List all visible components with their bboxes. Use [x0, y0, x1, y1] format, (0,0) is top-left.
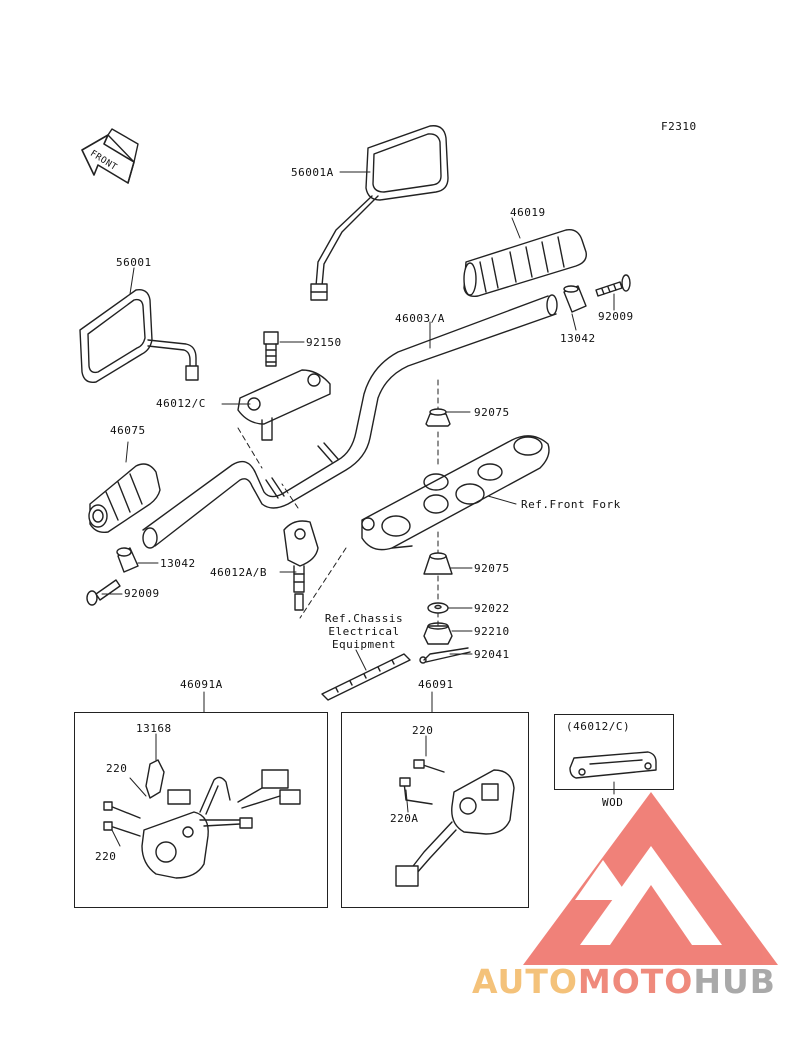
part-label-220-left-bottom: 220 [95, 850, 117, 863]
ref-chassis-line-3: Equipment [331, 638, 397, 651]
part-label-92150: 92150 [306, 336, 342, 349]
bolt-right-shape [595, 274, 631, 297]
assembly-lines [237, 379, 439, 627]
part-label-92075-top: 92075 [474, 406, 510, 419]
part-label-13168: 13168 [136, 722, 172, 735]
detail-box-variant [554, 714, 674, 790]
part-label-56001: 56001 [116, 256, 152, 269]
ref-chassis-line-2: Electrical [328, 625, 400, 638]
mirror-right-shape [310, 125, 449, 301]
part-label-46091a: 46091A [180, 678, 223, 691]
part-label-46003a: 46003/A [395, 312, 445, 325]
part-label-220-left-top: 220 [106, 762, 128, 775]
ref-front-fork: Ref.Front Fork [521, 498, 621, 511]
watermark-text: AUTOMOTOHUB [472, 962, 776, 1001]
part-label-92022: 92022 [474, 602, 510, 615]
end-cap-right-shape [563, 285, 587, 313]
part-label-92009-left: 92009 [124, 587, 160, 600]
part-label-92210: 92210 [474, 625, 510, 638]
ref-chassis-line-1: Ref.Chassis [324, 612, 404, 625]
switch-right-shape [395, 759, 515, 887]
holder-variant-shape [569, 751, 657, 779]
part-label-46019: 46019 [510, 206, 546, 219]
part-label-92075-bottom: 92075 [474, 562, 510, 575]
diagram-code: F2310 [661, 120, 697, 133]
handlebar-shape [142, 294, 558, 549]
part-label-56001a: 56001A [291, 166, 334, 179]
part-label-220-right: 220 [412, 724, 434, 737]
part-label-46075: 46075 [110, 424, 146, 437]
part-label-wod: WOD [602, 796, 624, 809]
part-label-46012c-box: (46012/C) [566, 720, 631, 733]
part-label-220a: 220A [390, 812, 419, 825]
detail-box-left [74, 712, 328, 908]
lower-holder-shape [283, 520, 319, 611]
bolt-92150-shape [263, 331, 279, 367]
part-label-92041: 92041 [474, 648, 510, 661]
steering-bracket-shape [361, 435, 550, 551]
part-label-46012ab: 46012A/B [210, 566, 267, 579]
watermark-part-1: AUTO [472, 962, 578, 1001]
watermark-part-3: HUB [693, 962, 776, 1001]
part-label-46091: 46091 [418, 678, 454, 691]
bolt-left-shape [86, 579, 121, 606]
leader-lines [101, 171, 615, 847]
end-cap-left-shape [116, 547, 139, 573]
grip-right-shape [463, 229, 587, 298]
part-label-13042-right: 13042 [560, 332, 596, 345]
watermark-logo [523, 792, 778, 965]
grip-left-shape [88, 463, 161, 534]
part-label-46012c: 46012/C [156, 397, 206, 410]
upper-holder-shape [237, 369, 331, 441]
part-label-92009-right: 92009 [598, 310, 634, 323]
cotter-pin-92041-shape [419, 647, 471, 664]
mirror-left-shape [79, 289, 199, 383]
watermark-part-2: MOTO [577, 962, 694, 1001]
washer-92022-shape [427, 602, 449, 614]
nut-92210-shape [423, 622, 453, 645]
part-label-13042-left: 13042 [160, 557, 196, 570]
switch-left-shape [103, 759, 301, 879]
rubber-92075-bottom-shape [423, 552, 453, 575]
front-arrow-icon [81, 128, 139, 184]
cable-tie-shape [321, 653, 411, 701]
detail-box-right [341, 712, 529, 908]
